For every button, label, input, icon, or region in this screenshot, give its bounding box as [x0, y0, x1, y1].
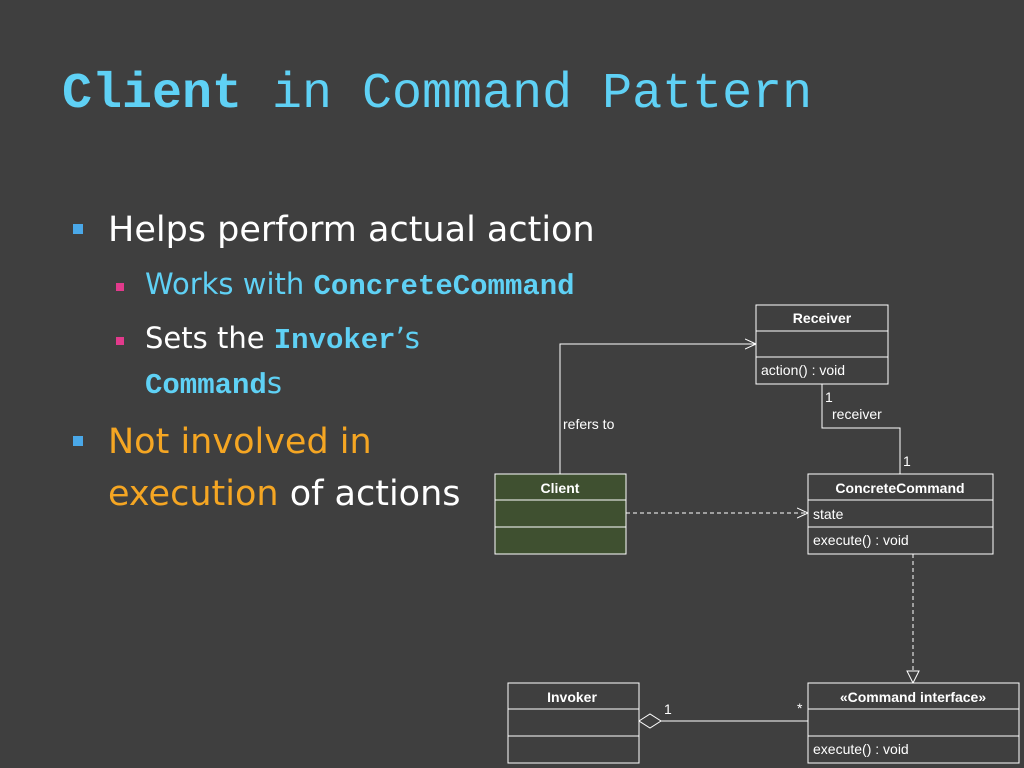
client-name: Client: [541, 480, 580, 496]
sub-bullet-marker-2: [116, 337, 124, 345]
sub-bullet-2-possessive: ’s: [395, 321, 420, 355]
bullet-1: Helps perform actual action: [108, 210, 595, 250]
label-concrete-multiplicity: 1: [903, 453, 911, 469]
title-rest: in Command Pattern: [242, 66, 813, 123]
bullet-2-line1: Not involved in: [108, 422, 372, 462]
class-concrete-command: ConcreteCommand state execute() : void: [807, 473, 994, 555]
page-title: Client in Command Pattern: [62, 66, 812, 123]
bullet-marker-1: [73, 224, 83, 234]
concrete-command-method: execute() : void: [813, 532, 909, 548]
sub-bullet-2-prefix: Sets the: [145, 321, 274, 355]
bullet-2-rest: of actions: [278, 474, 461, 514]
bullet-marker-2: [73, 436, 83, 446]
class-client: Client: [494, 473, 627, 555]
code-concretecommand: ConcreteCommand: [313, 270, 575, 303]
class-invoker: Invoker: [507, 682, 640, 764]
label-refers-to: refers to: [563, 416, 615, 432]
aggregation-diamond-icon: [638, 713, 662, 729]
association-concrete-receiver: [821, 384, 901, 474]
concrete-command-attr: state: [813, 506, 844, 522]
receiver-method: action() : void: [761, 362, 845, 378]
sub-bullet-1-prefix: Works with: [145, 267, 314, 301]
sub-bullet-2-line1: Sets the Invoker’s: [145, 321, 420, 357]
class-command-interface: «Command interface» execute() : void: [807, 682, 1020, 764]
sub-bullet-1: Works with ConcreteCommand: [145, 267, 575, 303]
invoker-name: Invoker: [547, 689, 597, 705]
concrete-command-name: ConcreteCommand: [835, 480, 964, 496]
title-client: Client: [62, 66, 243, 123]
label-receiver-role: receiver: [832, 406, 882, 422]
label-invoker-multiplicity: 1: [664, 701, 672, 717]
association-client-receiver: [559, 344, 756, 474]
class-receiver: Receiver action() : void: [755, 304, 889, 385]
sub-bullet-2-line2: Commands: [145, 366, 282, 402]
label-command-multiplicity: *: [797, 700, 803, 716]
bullet-2-line2: execution of actions: [108, 474, 461, 514]
sub-bullet-marker-1: [116, 283, 124, 291]
command-interface-method: execute() : void: [813, 741, 909, 757]
receiver-name: Receiver: [793, 310, 852, 326]
code-invoker: Invoker: [273, 324, 396, 357]
bullet-2-execution: execution: [108, 474, 279, 514]
code-command: Command: [145, 369, 267, 402]
command-interface-name: «Command interface»: [840, 689, 986, 705]
sub-bullet-2-suffix: s: [266, 366, 282, 400]
label-receiver-multiplicity: 1: [825, 389, 833, 405]
